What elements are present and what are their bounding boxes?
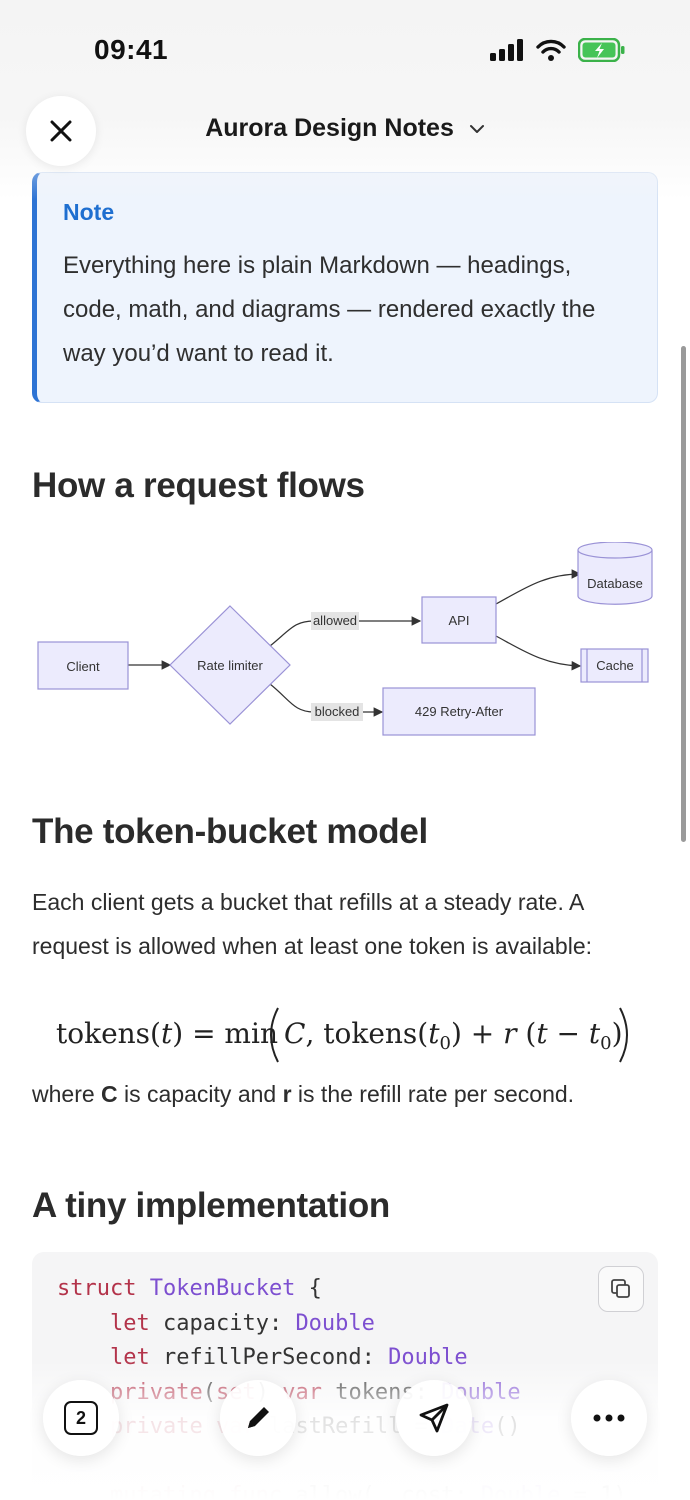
node-rate-limiter-label: Rate limiter	[197, 658, 263, 673]
bucket-where-text: where C is capacity and r is the refill …	[32, 1072, 658, 1116]
callout-text: Everything here is plain Markdown — head…	[63, 252, 596, 367]
battery-icon	[578, 38, 625, 62]
node-database	[577, 542, 653, 605]
where-mid: is capacity and	[117, 1081, 283, 1107]
note-callout: Note Everything here is plain Markdown —…	[32, 172, 658, 403]
heading-implementation: A tiny implementation	[32, 1186, 390, 1225]
node-api-label: API	[449, 613, 470, 628]
code-line: struct TokenBucket {	[57, 1276, 322, 1301]
node-client	[37, 641, 129, 690]
close-icon	[50, 120, 72, 142]
signal-icon	[490, 39, 523, 61]
send-button[interactable]	[396, 1380, 472, 1456]
document-title: Aurora Design Notes	[205, 114, 454, 142]
node-retry-after	[382, 687, 536, 736]
bucket-intro-text: Each client gets a bucket that refills a…	[32, 889, 593, 959]
more-icon	[593, 1414, 625, 1422]
tab-count-badge: 2	[64, 1401, 98, 1435]
send-icon	[419, 1403, 449, 1433]
heading-request-flow: How a request flows	[32, 466, 365, 505]
edge-label-allowed: allowed	[313, 613, 357, 628]
svg-text:tokens(t) = min: tokens(t) = min	[56, 1017, 278, 1050]
status-icons	[490, 38, 626, 62]
node-cache-label: Cache	[596, 658, 634, 673]
node-database-label: Database	[587, 576, 643, 591]
close-button[interactable]	[26, 96, 96, 166]
wifi-icon	[536, 39, 566, 61]
code-line: let capacity: Double	[109, 1310, 375, 1336]
edit-button[interactable]	[220, 1380, 296, 1456]
where-c: C	[101, 1081, 118, 1107]
request-flow-diagram: allowed blocked Client Rate limiter API …	[37, 542, 653, 736]
edge-label-blocked: blocked	[315, 704, 360, 719]
where-suffix: is the refill rate per second.	[291, 1081, 575, 1107]
edge-label-allowed-bg	[311, 612, 359, 630]
pencil-icon	[248, 1407, 269, 1428]
copy-icon	[611, 1279, 630, 1298]
tabs-button[interactable]: 2	[43, 1380, 119, 1456]
scrollbar[interactable]	[681, 346, 686, 842]
callout-title: Note	[63, 199, 115, 225]
token-formula: tokens(t) = min C, tokens(t0) + r (t − t…	[56, 1007, 628, 1063]
copy-code-button[interactable]	[598, 1266, 644, 1312]
status-bar: 09:41	[0, 0, 690, 90]
node-api	[421, 596, 497, 644]
more-button[interactable]	[571, 1380, 647, 1456]
heading-token-bucket: The token-bucket model	[32, 812, 428, 851]
node-rate-limiter	[169, 605, 291, 725]
document-title-button[interactable]: Aurora Design Notes	[0, 114, 690, 143]
where-prefix: where	[32, 1081, 102, 1107]
status-time: 09:41	[94, 34, 169, 65]
node-cache	[580, 648, 649, 683]
node-client-label: Client	[66, 659, 100, 674]
document-content: Note Everything here is plain Markdown —…	[32, 172, 658, 1500]
edge-label-blocked-bg	[311, 703, 363, 721]
where-r: r	[282, 1081, 292, 1107]
node-retry-after-label: 429 Retry-After	[415, 704, 504, 719]
header-background	[0, 0, 690, 200]
chevron-down-icon	[469, 125, 484, 134]
svg-text:C, tokens(t0) + r (t − t0): C, tokens(t0) + r (t − t0)	[284, 1017, 623, 1054]
bottom-toolbar: 2	[0, 1380, 690, 1460]
